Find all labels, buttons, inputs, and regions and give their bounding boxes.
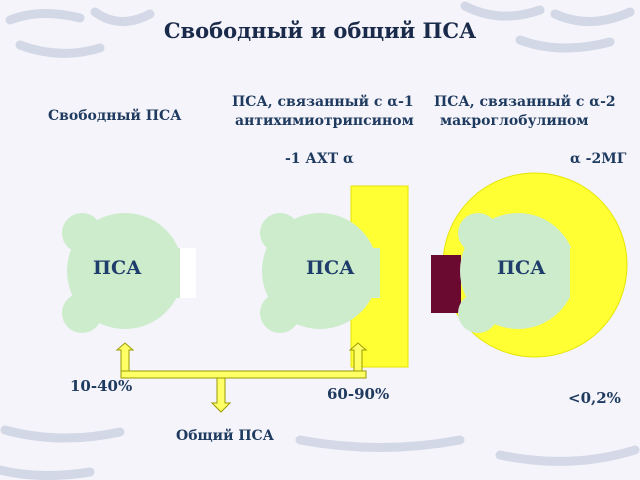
percent-free: 10-40% [70, 377, 133, 395]
total-psa-arrows [115, 342, 368, 413]
percent-act: 60-90% [327, 385, 390, 403]
psa-shape-act [260, 213, 380, 333]
percent-a2m: <0,2% [568, 389, 621, 407]
label-a2m-line1: ПСА, связанный с α-2 [434, 94, 616, 110]
connector-block [431, 255, 461, 313]
psa-shape-free [62, 213, 196, 333]
page-title: Свободный и общий ПСА [163, 18, 477, 43]
total-psa-label: Общий ПСА [176, 428, 275, 444]
act-label: -1 АХТ α [285, 151, 354, 167]
psa-shape-a2m [458, 213, 580, 333]
psa-label-act: ПСА [306, 257, 355, 279]
label-act-line2: антихимиотрипсином [235, 113, 414, 129]
psa-label-a2m: ПСА [497, 257, 546, 279]
label-a2m-line2: макроглобулином [440, 113, 589, 129]
label-free-psa: Свободный ПСА [48, 108, 182, 124]
a2m-label: α -2МГ [570, 151, 627, 167]
psa-label-free: ПСА [93, 257, 142, 279]
label-act-line1: ПСА, связанный с α-1 [232, 94, 414, 110]
